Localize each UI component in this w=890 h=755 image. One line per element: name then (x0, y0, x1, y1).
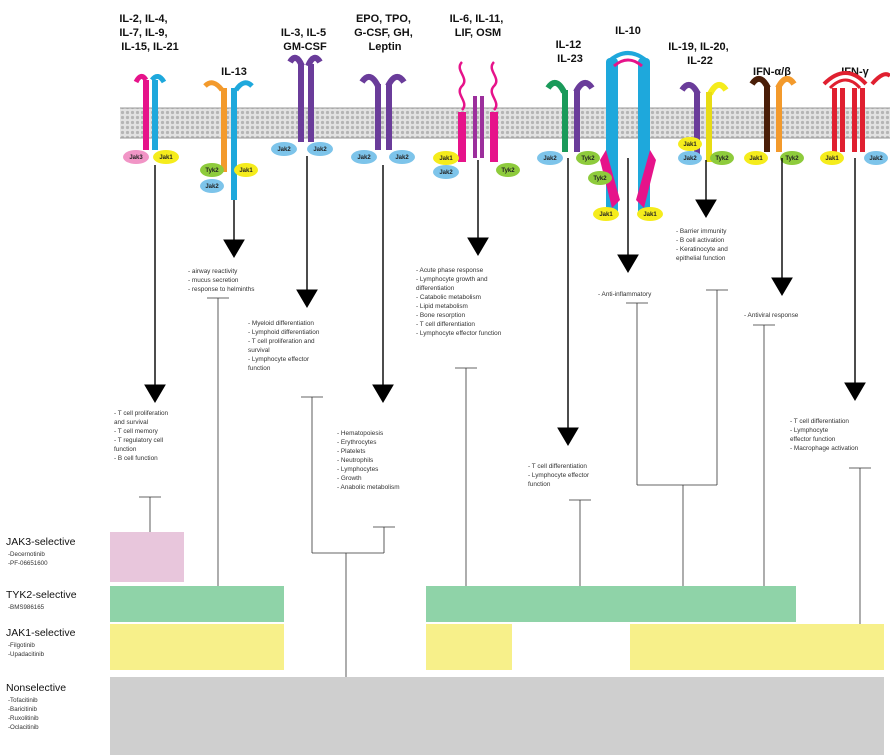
tyk2-label: Tyk2 (785, 156, 799, 162)
nonselective-bar (110, 677, 884, 755)
cytokine-label-ifnab: IFN-α/β (753, 66, 791, 78)
jak1-node (678, 137, 702, 151)
jak1-node (820, 151, 844, 165)
jak3-selective-title: JAK3-selective (6, 536, 76, 548)
jak2-label: Jak2 (683, 156, 697, 162)
jak1-node (234, 163, 258, 177)
jak1-label: Jak1 (599, 212, 613, 218)
receptor-il12 (545, 79, 595, 152)
jak1-node (153, 150, 179, 164)
tyk2-label: Tyk2 (581, 156, 595, 162)
tyk2-node (576, 151, 600, 165)
effects-il3: - Myeloid differentiation - Lymphoid dif… (248, 320, 321, 372)
cytokine-label-il13: IL-13 (221, 66, 247, 78)
effects-il19: - Barrier immunity - B cell activation -… (676, 228, 730, 262)
receptor-gamma-chain (133, 74, 167, 150)
tyk2-node (780, 151, 804, 165)
jak3-selective-drugs: -Decernotinib -PF-06651600 (8, 551, 48, 567)
jak2-label: Jak2 (277, 147, 291, 153)
effects-ifng: - T cell differentiation - Lymphocyte ef… (790, 418, 859, 452)
jak1-label: Jak1 (683, 142, 697, 148)
receptor-ifnab (749, 75, 797, 152)
jak2-label: Jak2 (205, 184, 219, 190)
jak2-node (351, 150, 377, 164)
jak2-node (389, 150, 415, 164)
tyk2-selective-drugs: -BMS986165 (8, 604, 45, 611)
jak1-node (593, 207, 619, 221)
jak1-selective-drugs: -Filgotinib -Upadacitinib (8, 642, 45, 658)
tyk2-node (496, 163, 520, 177)
jak2-node (200, 179, 224, 193)
nonselective-drugs: -Tofacitinib -Baricitinib -Ruxolitinib -… (8, 697, 40, 731)
cell-membrane (120, 108, 890, 138)
receptor-epo (359, 73, 407, 150)
tyk2-label: Tyk2 (715, 156, 729, 162)
jak2-node (864, 151, 888, 165)
effects-il13: - airway reactivity - mucus secretion - … (188, 268, 254, 293)
effects-gamma-chain: - T cell proliferation and survival - T … (114, 410, 170, 462)
effects-il12: - T cell differentiation - Lymphocyte ef… (528, 463, 591, 488)
cytokine-label-il10: IL-10 (615, 25, 641, 37)
receptor-il6 (458, 61, 498, 162)
tyk2-node (200, 163, 224, 177)
tyk2-node (588, 171, 612, 185)
receptor-il3 (287, 54, 323, 142)
effects-il10: - Anti-inflammatory (598, 291, 652, 298)
jak1-label: Jak1 (439, 156, 453, 162)
cytokine-label-il3: IL-3, IL-5 GM-CSF (281, 27, 329, 53)
signal-arrows (144, 156, 866, 446)
cytokine-label-gamma-chain: IL-2, IL-4, IL-7, IL-9, IL-15, IL-21 (119, 13, 178, 53)
jak1-label: Jak1 (825, 156, 839, 162)
jak2-label: Jak2 (439, 170, 453, 176)
jak2-label: Jak2 (543, 156, 557, 162)
jak3-node (123, 150, 149, 164)
jak3-selective-bar (110, 532, 184, 582)
jak1-node (637, 207, 663, 221)
jak1-selective-bar (426, 624, 512, 670)
receptor-il13 (203, 80, 254, 200)
nonselective-title: Nonselective (6, 682, 66, 694)
tyk2-selective-bar (426, 586, 796, 622)
jak2-node (271, 142, 297, 156)
receptor-il19 (679, 81, 729, 162)
cytokine-label-il6: IL-6, IL-11, LIF, OSM (450, 13, 507, 39)
receptor-ifng (822, 71, 890, 152)
cytokine-label-epo: EPO, TPO, G-CSF, GH, Leptin (354, 13, 416, 53)
jak1-selective-bar (110, 624, 284, 670)
jak1-selective-bar (630, 624, 884, 670)
jak2-label: Jak2 (313, 147, 327, 153)
jak2-label: Jak2 (357, 155, 371, 161)
cytokine-label-il12: IL-12 IL-23 (556, 39, 585, 65)
jak2-label: Jak2 (395, 155, 409, 161)
jak1-node (744, 151, 768, 165)
tyk2-label: Tyk2 (205, 168, 219, 174)
tyk2-label: Tyk2 (593, 176, 607, 182)
jak1-node (433, 151, 459, 165)
tyk2-selective-title: TYK2-selective (6, 589, 77, 601)
jak3-label: Jak3 (129, 155, 143, 161)
jak1-label: Jak1 (749, 156, 763, 162)
effects-ifnab: - Antiviral response (744, 312, 799, 319)
jak2-node (678, 151, 702, 165)
cytokine-label-il19: IL-19, IL-20, IL-22 (668, 41, 732, 67)
effects-epo: - Hematopoiesis - Erythrocytes - Platele… (337, 430, 400, 491)
tyk2-label: Tyk2 (501, 168, 515, 174)
jak1-label: Jak1 (159, 155, 173, 161)
jak2-node (537, 151, 563, 165)
effects-il6: - Acute phase response - Lymphocyte grow… (416, 267, 502, 337)
jak1-label: Jak1 (239, 168, 253, 174)
jak1-selective-title: JAK1-selective (6, 627, 76, 639)
tyk2-selective-bar (110, 586, 284, 622)
jak2-label: Jak2 (869, 156, 883, 162)
tyk2-node (710, 151, 734, 165)
jak2-node (433, 165, 459, 179)
jak1-label: Jak1 (643, 212, 657, 218)
inhibition-connectors (139, 289, 871, 677)
jak2-node (307, 142, 333, 156)
